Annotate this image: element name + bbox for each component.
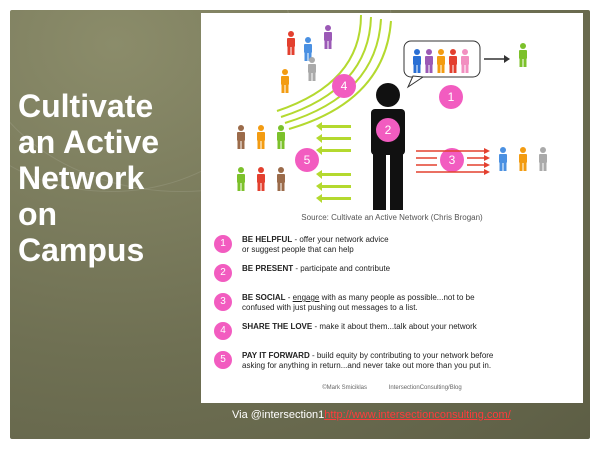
title-line: Network <box>18 160 145 196</box>
right-people-group <box>499 147 547 171</box>
credit-site: IntersectionConsulting/Blog <box>388 385 462 391</box>
infographic-credits: ©Mark Smiciklas IntersectionConsulting/B… <box>201 385 583 391</box>
tip-body: - make it about them...talk about your n… <box>312 322 477 331</box>
tip-heading: BE SOCIAL <box>242 293 286 302</box>
single-person <box>519 43 527 67</box>
left-people-group <box>237 125 285 191</box>
title-line: Cultivate <box>18 88 154 124</box>
circle-number: 4 <box>341 79 348 93</box>
tip-heading: SHARE THE LOVE <box>242 322 313 331</box>
circle-number: 1 <box>448 90 455 104</box>
tip-number: 2 <box>214 264 232 282</box>
tip-body-line2: or suggest people that can help <box>242 245 354 254</box>
tip-item: 5 PAY IT FORWARD - build equity by contr… <box>209 351 577 380</box>
tip-body: - offer your network advice <box>292 235 389 244</box>
tip-body: - <box>285 293 293 302</box>
infographic-illustration: 1 2 3 4 5 <box>237 14 547 210</box>
tip-body: - build equity by contributing to your n… <box>309 351 494 360</box>
tip-heading: PAY IT FORWARD <box>242 351 310 360</box>
tip-body-after: with as many people as possible...not to… <box>319 293 475 302</box>
tip-item: 3 BE SOCIAL - engage with as many people… <box>209 293 577 322</box>
tip-text: PAY IT FORWARD - build equity by contrib… <box>242 351 574 371</box>
tip-item: 4 SHARE THE LOVE - make it about them...… <box>209 322 577 351</box>
tip-number: 3 <box>214 293 232 311</box>
tip-item: 1 BE HELPFUL - offer your network advice… <box>209 235 577 264</box>
tip-number: 1 <box>214 235 232 253</box>
red-arrows <box>416 148 490 175</box>
circle-number: 2 <box>385 123 392 137</box>
tip-item: 2 BE PRESENT - participate and contribut… <box>209 264 577 293</box>
tip-text: SHARE THE LOVE - make it about them...ta… <box>242 322 574 332</box>
slide-title: Cultivate an Active Network on Campus <box>18 88 186 268</box>
tip-body-line2: confused with just pushing out messages … <box>242 303 418 312</box>
tip-heading: BE PRESENT <box>242 264 294 273</box>
circle-number: 5 <box>304 153 311 167</box>
arrowhead <box>504 55 510 63</box>
network-infographic: 1 2 3 4 5 <box>201 13 583 403</box>
tip-number: 4 <box>214 322 232 340</box>
tip-text: BE SOCIAL - engage with as many people a… <box>242 293 574 313</box>
via-attribution: Via @intersection1http://www.intersectio… <box>232 409 582 421</box>
credit-author: ©Mark Smiciklas <box>322 385 368 391</box>
title-line: Campus <box>18 232 145 268</box>
number-circles: 1 2 3 4 5 <box>295 74 464 172</box>
tip-body: - participate and contribute <box>293 264 391 273</box>
central-person <box>371 83 405 210</box>
tip-heading: BE HELPFUL <box>242 235 293 244</box>
tip-text: BE HELPFUL - offer your network advice o… <box>242 235 574 255</box>
source-link[interactable]: http://www.intersectionconsulting.com/ <box>324 409 511 421</box>
source-caption: Source: Cultivate an Active Network (Chr… <box>301 213 483 222</box>
scattered-people <box>281 25 332 93</box>
green-arrows <box>316 122 351 203</box>
tip-emphasis: engage <box>292 293 320 302</box>
tip-body-line2: asking for anything in return...and neve… <box>242 361 492 370</box>
tip-text: BE PRESENT - participate and contribute <box>242 264 574 274</box>
speech-bubble <box>403 40 481 89</box>
tip-number: 5 <box>214 351 232 369</box>
tips-list: 1 BE HELPFUL - offer your network advice… <box>209 235 577 380</box>
circle-number: 3 <box>449 153 456 167</box>
title-line: on <box>18 196 58 232</box>
via-prefix: Via @intersection1 <box>232 409 325 421</box>
title-line: an Active <box>18 124 160 160</box>
